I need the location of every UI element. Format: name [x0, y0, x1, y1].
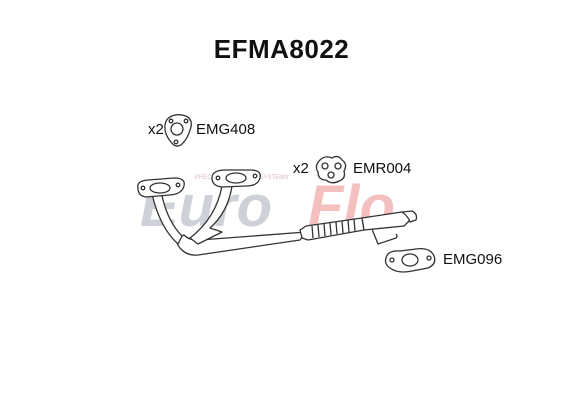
- rubber-mount-emr004-icon: [315, 155, 347, 184]
- part-number-title: EFMA8022: [213, 34, 350, 64]
- qty-emg408: x2: [148, 121, 164, 138]
- label-emg096: EMG096: [443, 251, 503, 268]
- label-emr004: EMR004: [353, 160, 412, 177]
- qty-emr004: x2: [293, 160, 309, 177]
- label-emg408: EMG408: [196, 121, 256, 138]
- gasket-emg408-icon: [164, 114, 192, 147]
- front-pipe-icon: [137, 169, 418, 256]
- gasket-emg096-icon: [384, 248, 436, 273]
